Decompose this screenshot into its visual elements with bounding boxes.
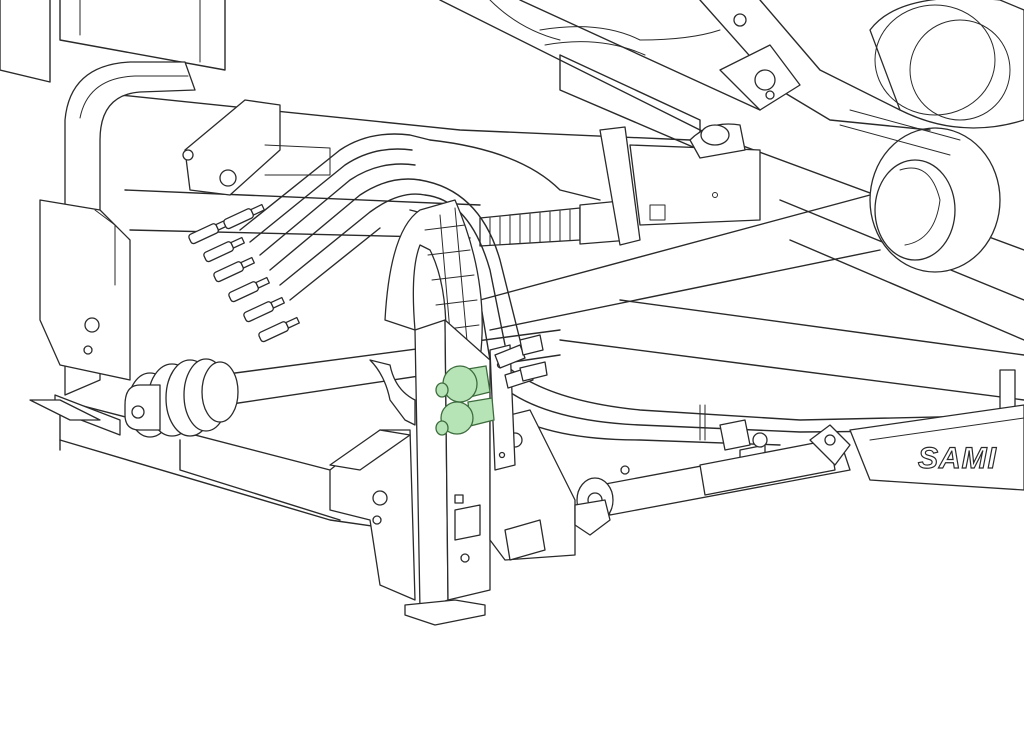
upper-bracket: [182, 99, 331, 196]
lower-cylinder: [574, 424, 851, 536]
top-linkage: [489, 0, 961, 156]
left-hoop-frame: [29, 61, 196, 436]
quick-coupler-lower: [435, 397, 495, 436]
right-lower-beam: SAMI: [849, 404, 1024, 491]
quick-coupler-upper: [435, 365, 491, 403]
spring-ram: [479, 123, 761, 247]
brand-label: SAMI: [918, 442, 997, 475]
lower-hitch-plate: [329, 429, 416, 601]
quick-couplers: [188, 203, 300, 343]
pto-shaft-right: [479, 0, 1024, 331]
